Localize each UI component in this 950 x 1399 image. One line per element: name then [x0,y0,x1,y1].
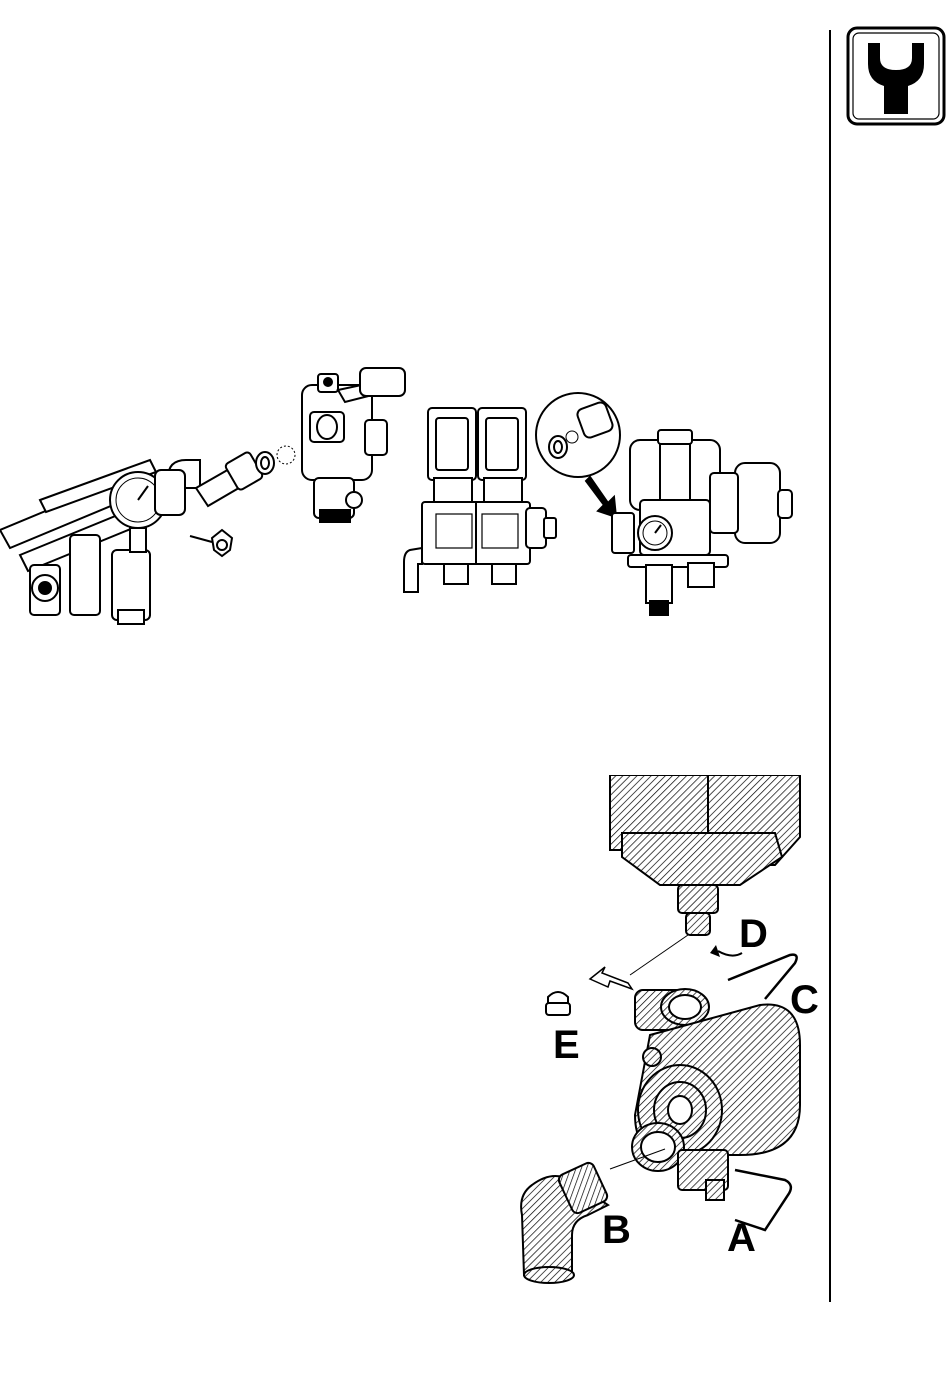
callout-d: D [739,914,768,954]
margin-rule [829,30,831,1302]
callout-c: C [790,980,819,1020]
maintenance-badge [846,26,946,126]
callout-b: B [602,1210,631,1250]
callout-a: A [727,1218,756,1258]
callout-e: E [553,1025,580,1065]
pipe-valve-assembly-illustration [0,360,420,635]
wrench-icon [846,26,946,126]
pressure-regulator-illustration [530,385,830,635]
pressure-valve-figure [530,385,830,635]
valve-assembly-figure [0,360,420,635]
